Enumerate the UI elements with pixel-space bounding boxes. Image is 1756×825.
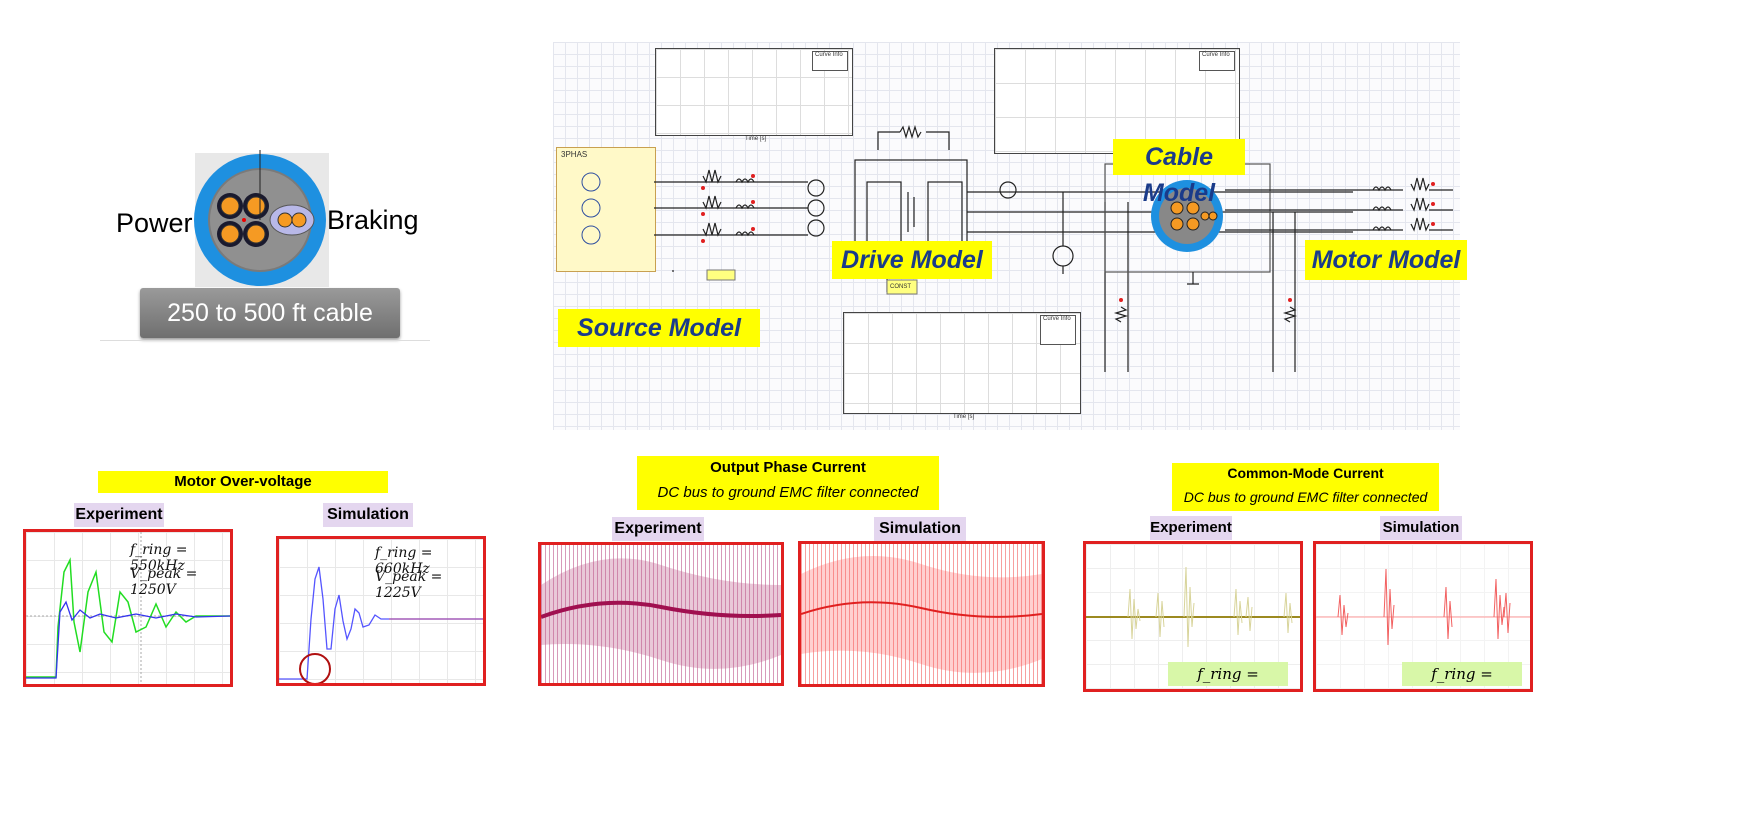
panel2-title: Output Phase Current DC bus to ground EM… (637, 456, 939, 510)
panel3-experiment-label: Experiment (1150, 516, 1232, 540)
panel1-exp-vpeak: V_peak = 1250V (130, 566, 198, 598)
panel2-subtitle: DC bus to ground EMC filter connected (657, 484, 919, 501)
panel2-experiment-plot (538, 542, 784, 686)
braking-label: Braking (327, 205, 419, 235)
const-label: CONST (890, 284, 911, 290)
panel1-simulation-waveform (279, 566, 483, 683)
cable-cross-section-image (194, 150, 329, 287)
drive-model-label: Drive Model (832, 241, 992, 279)
panel3-sim-fring: f_ring = 345kHz (1402, 662, 1522, 686)
plot-top-left: Curve Info (655, 48, 853, 136)
motor-model-label: Motor Model (1305, 240, 1467, 280)
panel1-experiment-plot: f_ring = 550kHz V_peak = 1250V (23, 529, 233, 687)
schematic: Curve Info Time [s] Curve Info Curve Inf… (553, 42, 1467, 430)
panel2-simulation-plot (798, 541, 1045, 687)
curve-info-box: Curve Info (1040, 315, 1076, 345)
panel1-sim-fring: f_ring = 660kHz (375, 545, 433, 577)
panel1-exp-fring: f_ring = 550kHz (130, 542, 188, 574)
plot-top-left-xlabel: Time [s] (745, 136, 767, 142)
panel3-title: Common-Mode Current DC bus to ground EMC… (1172, 463, 1439, 511)
panel2-simulation-label: Simulation (874, 517, 966, 541)
panel2-experiment-label: Experiment (612, 517, 704, 541)
curve-info-box: Curve Info (1199, 51, 1235, 71)
panel1-sim-vpeak: V_peak = 1225V (375, 569, 443, 601)
panel3-experiment-plot: f_ring = 223kHz (1083, 541, 1303, 692)
panel1-title: Motor Over-voltage (98, 471, 388, 493)
panel1-simulation-plot: f_ring = 660kHz V_peak = 1225V (276, 536, 486, 686)
panel3-exp-fring: f_ring = 223kHz (1168, 662, 1288, 686)
panel3-experiment-waveform (1086, 566, 1300, 648)
curve-info-box: Curve Info (812, 51, 848, 71)
cable-length-label: 250 to 500 ft cable (167, 299, 373, 327)
panel3-simulation-plot: f_ring = 345kHz (1313, 541, 1533, 692)
panel2-simulation-waveform (801, 556, 1042, 673)
power-label: Power (116, 208, 193, 238)
schematic-wiring (581, 124, 1453, 372)
cable-model-label: Cable Model (1113, 139, 1245, 207)
panel3-simulation-label: Simulation (1380, 516, 1462, 540)
source-block: 3PHAS (556, 147, 656, 272)
cable-baseline (100, 340, 430, 341)
source-model-label: Source Model (558, 309, 760, 347)
plot-bottom: Curve Info (843, 312, 1081, 414)
panel1-simulation-label: Simulation (323, 503, 413, 527)
source-block-title: 3PHAS (561, 150, 588, 159)
panel3-subtitle: DC bus to ground EMC filter connected (1183, 489, 1428, 505)
panel3-simulation-waveform (1316, 568, 1530, 646)
plot-bottom-xlabel: Time [s] (953, 414, 975, 420)
cable-length-badge: 250 to 500 ft cable (140, 288, 400, 338)
panel2-experiment-waveform (541, 558, 781, 669)
panel1-experiment-label: Experiment (74, 503, 164, 527)
cable-section: Power Braking 250 to 500 ft cable (100, 150, 440, 350)
plot-top-right: Curve Info (994, 48, 1240, 154)
panel1-experiment-waveform (26, 532, 230, 684)
